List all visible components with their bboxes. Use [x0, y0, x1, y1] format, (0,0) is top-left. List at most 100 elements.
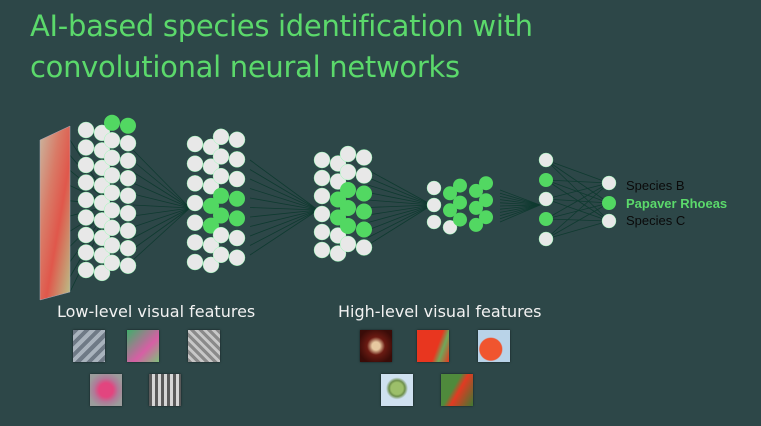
- edge-fan-1-2: [132, 171, 191, 209]
- dense-node: [539, 212, 553, 226]
- edge-fan-3-5: [367, 204, 433, 208]
- low-feature-thumb-3: [188, 330, 220, 362]
- edge-fan-1-0: [132, 149, 191, 209]
- conv3-node: [355, 149, 373, 166]
- conv1-node: [119, 169, 137, 187]
- conv2-node: [202, 178, 220, 195]
- edge-fan-4-7: [499, 204, 541, 213]
- edge-fan-4-4: [499, 202, 541, 206]
- edge-fan-4-1: [499, 192, 541, 206]
- conv2-node: [212, 128, 230, 146]
- output-node: [602, 196, 616, 210]
- low-feature-thumb-2: [127, 330, 159, 362]
- edge-fan-2-0: [249, 159, 319, 211]
- edge-fan-2-2: [249, 178, 319, 211]
- conv2-node: [228, 249, 246, 266]
- conv1-node: [93, 264, 111, 282]
- edge-fan-1-4: [132, 193, 191, 209]
- conv4-node: [426, 214, 442, 230]
- edge-fan-4-10: [499, 204, 541, 223]
- conv3-node: [340, 218, 356, 234]
- edge-fan-3-7: [367, 204, 433, 223]
- conv4-node: [443, 186, 457, 201]
- conv2-node: [228, 170, 246, 188]
- output-node: [601, 213, 617, 229]
- conv2-node: [186, 135, 204, 153]
- edge-fan-4-0: [499, 189, 541, 206]
- conv2-node: [186, 155, 204, 172]
- output-node: [601, 175, 617, 191]
- edge-fan-3-4: [367, 199, 433, 206]
- edge-dense-output: [545, 179, 610, 204]
- conv1-node: [119, 152, 137, 169]
- conv4-node: [469, 183, 483, 198]
- conv4-node: [443, 203, 457, 218]
- edge-fan-1-8: [132, 207, 191, 239]
- conv4-node: [469, 200, 483, 215]
- conv1-node: [119, 204, 137, 222]
- conv2-node: [186, 175, 204, 192]
- conv1-node: [103, 132, 121, 149]
- conv4-node: [479, 176, 493, 191]
- conv1-node: [77, 209, 95, 226]
- conv3-node: [340, 182, 356, 198]
- edge-fan-1-9: [132, 207, 191, 250]
- conv2-node: [212, 246, 230, 264]
- conv1-node: [77, 139, 95, 156]
- conv1-node: [77, 121, 95, 139]
- edge-fan-1-3: [132, 182, 191, 209]
- conv3-node: [340, 200, 356, 216]
- conv2-node: [229, 190, 245, 207]
- conv3-node: [313, 187, 331, 205]
- high-feature-thumb-1: [360, 330, 392, 362]
- edge-fan-2-3: [249, 188, 319, 211]
- edge-fan-2-1: [249, 169, 319, 211]
- conv3-node: [355, 167, 373, 184]
- conv3-node: [356, 203, 372, 220]
- low-level-features-label: Low-level visual features: [57, 302, 256, 321]
- edge-fan-2-4: [249, 197, 319, 211]
- conv2-node: [186, 194, 204, 212]
- edge-dense-output: [545, 179, 610, 222]
- edge-fan-1-1: [132, 160, 191, 209]
- conv3-node: [313, 205, 331, 223]
- conv2-node: [228, 131, 246, 148]
- conv3-node: [313, 241, 331, 259]
- conv1-node: [77, 244, 95, 261]
- conv2-node: [186, 214, 204, 231]
- conv2-node: [228, 151, 246, 168]
- conv3-node: [356, 185, 372, 202]
- edge-fan-1-10: [132, 207, 191, 261]
- edge-fan-3-9: [367, 204, 433, 238]
- edge-fan-4-5: [499, 204, 541, 207]
- conv3-node: [313, 169, 331, 187]
- output-label-species-c: Species C: [626, 213, 686, 228]
- conv1-node: [103, 219, 121, 237]
- title-line-2: convolutional neural networks: [30, 50, 460, 84]
- conv2-node: [212, 167, 230, 185]
- edge-fan-3-10: [367, 204, 433, 246]
- conv1-node: [77, 156, 95, 174]
- network-nodes: [77, 114, 617, 282]
- low-feature-thumb-1: [73, 330, 105, 362]
- conv4-node: [479, 193, 493, 208]
- edge-fan-3-8: [367, 204, 433, 231]
- conv2-node: [212, 148, 230, 165]
- edge-fan-4-8: [499, 204, 541, 216]
- slide-title: AI-based species identification with con…: [30, 6, 730, 88]
- high-level-features-label: High-level visual features: [338, 302, 542, 321]
- conv4-node: [453, 178, 467, 193]
- edge-fan-1-7: [132, 207, 191, 228]
- edge-dense-output: [545, 182, 610, 220]
- conv1-node: [119, 257, 137, 274]
- conv3-node: [339, 145, 357, 163]
- conv3-node: [355, 239, 373, 256]
- low-feature-thumb-5: [149, 374, 181, 406]
- conv4-node: [453, 212, 467, 227]
- conv1-node: [77, 174, 95, 191]
- conv1-node: [77, 226, 95, 244]
- low-feature-thumb-4: [90, 374, 122, 406]
- conv1-node: [119, 187, 137, 204]
- conv3-node: [339, 163, 357, 181]
